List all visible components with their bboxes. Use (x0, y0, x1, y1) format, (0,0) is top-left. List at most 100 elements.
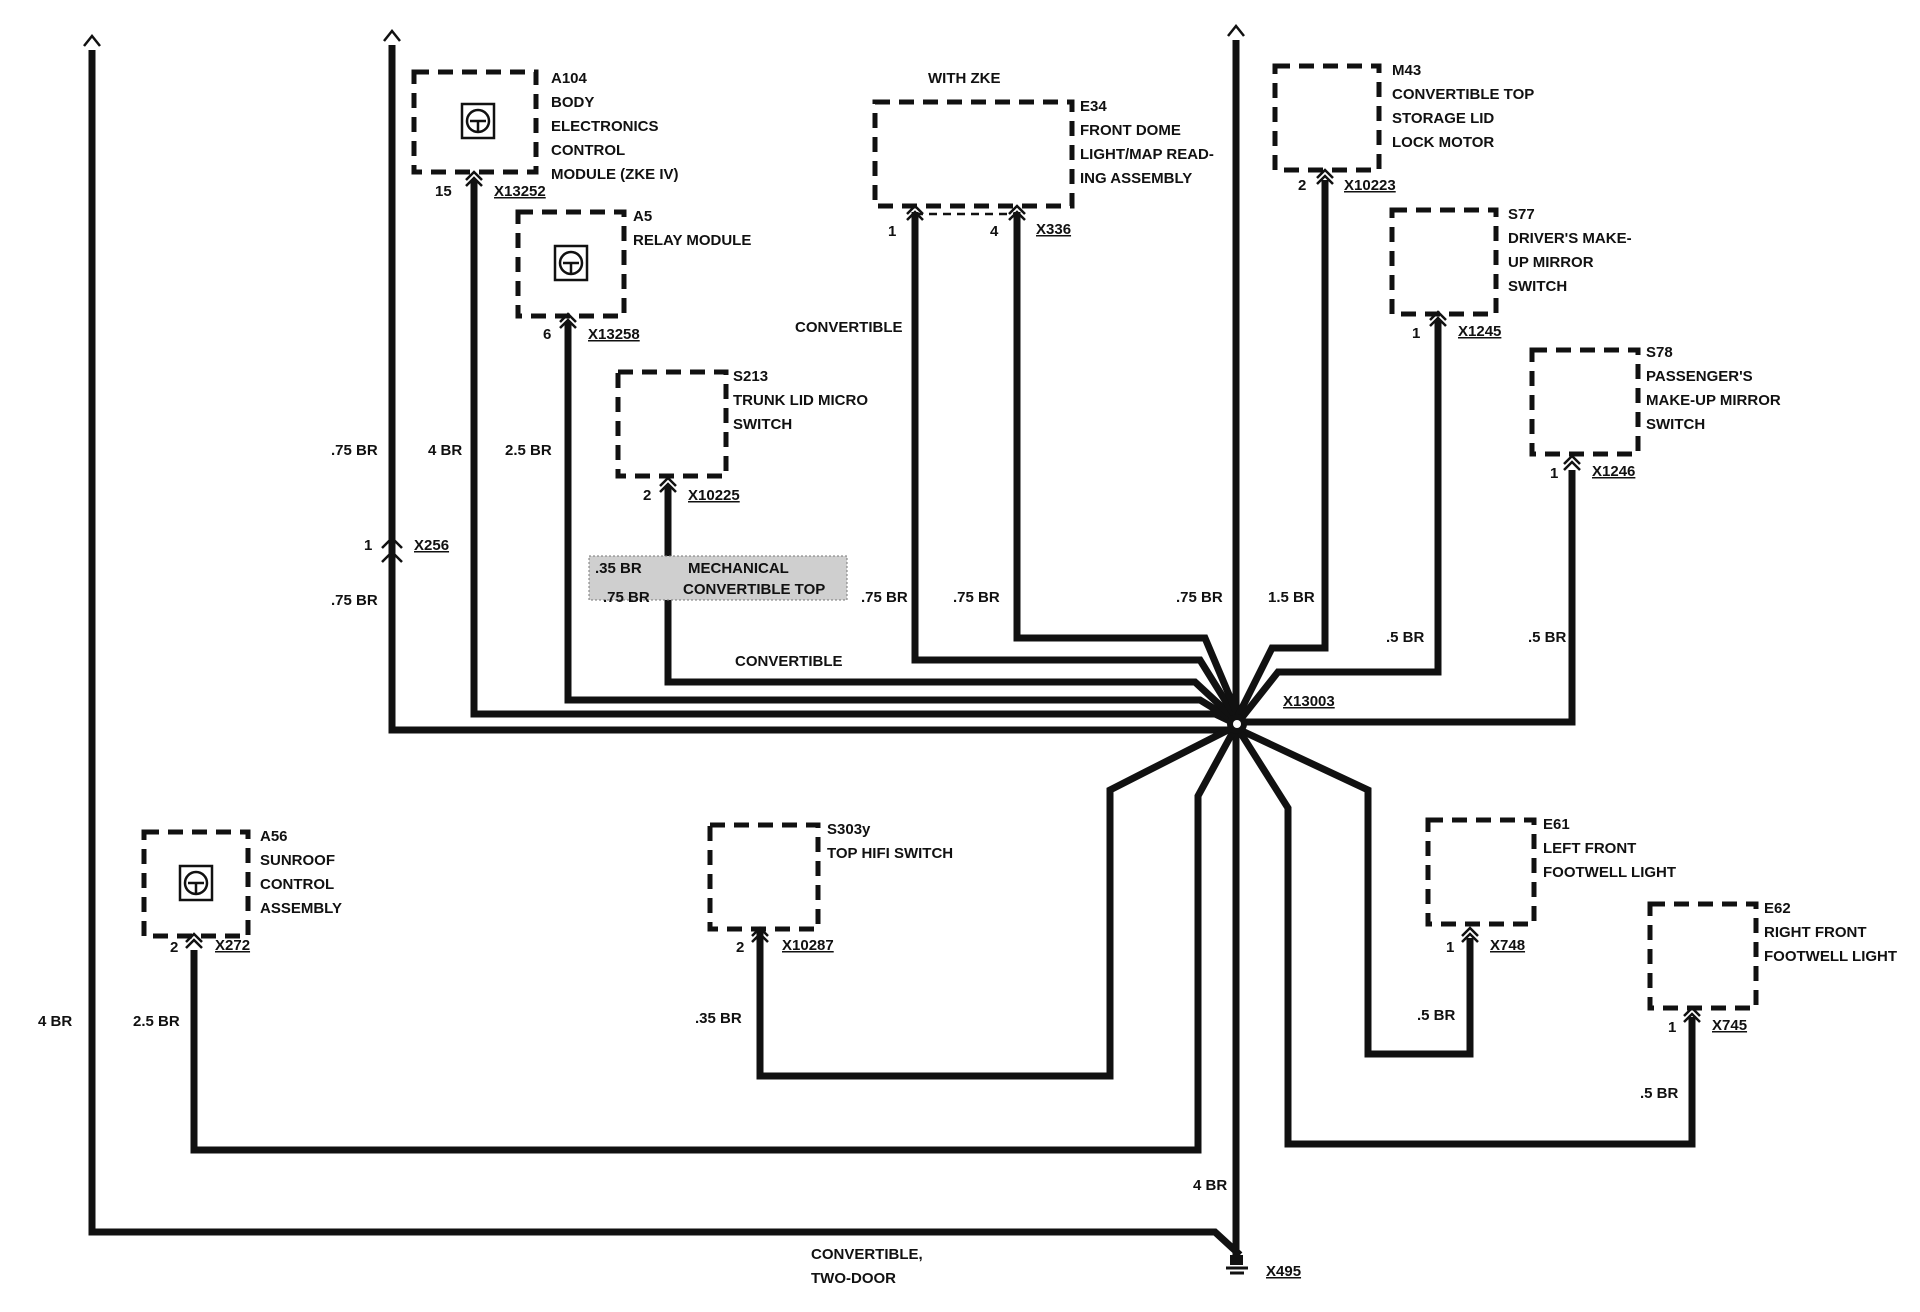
note-mechanical-2: CONVERTIBLE TOP (683, 581, 825, 598)
e62-connector: X745 (1712, 1017, 1747, 1034)
inline-connector-x256 (381, 536, 403, 563)
m43-pin: 2 (1298, 177, 1306, 194)
s77-label-3: SWITCH (1508, 278, 1567, 295)
a5-connector: X13258 (588, 326, 640, 343)
wire-label-w2: 4 BR (428, 442, 462, 459)
a5-pin: 6 (543, 326, 551, 343)
x495-connector: X495 (1266, 1263, 1301, 1280)
module-symbol-icon (178, 102, 589, 902)
note-mechanical-1: MECHANICAL (688, 560, 789, 577)
e62-pin: 1 (1668, 1019, 1676, 1036)
wire-label-w6: .35 BR (595, 560, 642, 577)
a56-label-2: CONTROL (260, 876, 334, 893)
e61-label-2: FOOTWELL LIGHT (1543, 864, 1676, 881)
wire-label-w13: 4 BR (38, 1013, 72, 1030)
component-e61 (1425, 817, 1537, 927)
component-a104 (411, 69, 539, 175)
a104-label-4: MODULE (ZKE IV) (551, 166, 679, 183)
pin-connector-arrows (185, 168, 1701, 1023)
wire-label-w4: .75 BR (331, 592, 378, 609)
m43-label-3: LOCK MOTOR (1392, 134, 1494, 151)
x256-pin: 1 (364, 537, 372, 554)
s77-label-2: UP MIRROR (1508, 254, 1594, 271)
e34-note: WITH ZKE (928, 70, 1001, 87)
s77-id: S77 (1508, 206, 1535, 223)
note-convertible-two-door-2: TWO-DOOR (811, 1270, 896, 1287)
wire-4br-left (88, 50, 1243, 1258)
a104-label-2: ELECTRONICS (551, 118, 659, 135)
s78-id: S78 (1646, 344, 1673, 361)
s303y-connector: X10287 (782, 937, 834, 954)
wire-label-w12: .5 BR (1528, 629, 1567, 646)
e34-connector: X336 (1036, 221, 1071, 238)
wire-label-w5: .75 BR (603, 589, 650, 606)
mechanical-note-highlight (588, 555, 848, 601)
x13003-connector: X13003 (1283, 693, 1335, 710)
wire-15br-m43 (1234, 180, 1329, 718)
wire-label-w17: .5 BR (1640, 1085, 1679, 1102)
e62-id: E62 (1764, 900, 1791, 917)
e34-label-3: ING ASSEMBLY (1080, 170, 1192, 187)
component-e62 (1647, 901, 1759, 1011)
e34-id: E34 (1080, 98, 1107, 115)
a5-id: A5 (633, 208, 652, 225)
e62-label-1: RIGHT FRONT (1764, 924, 1867, 941)
wire-075br-s213 (664, 486, 1239, 723)
a56-connector: X272 (215, 937, 250, 954)
component-s303y (707, 822, 821, 932)
component-boxes (141, 63, 1759, 1011)
a56-label-3: ASSEMBLY (260, 900, 342, 917)
s77-label-1: DRIVER'S MAKE- (1508, 230, 1632, 247)
wire-05br-e61 (1238, 726, 1474, 1058)
wire-05br-e62 (1237, 730, 1696, 1148)
component-e34 (872, 99, 1075, 209)
s213-id: S213 (733, 368, 768, 385)
e34-label-2: LIGHT/MAP READ- (1080, 146, 1214, 163)
e61-label-1: LEFT FRONT (1543, 840, 1636, 857)
component-s78 (1529, 347, 1641, 457)
a56-id: A56 (260, 828, 288, 845)
x256-connector: X256 (414, 537, 449, 554)
e61-pin: 1 (1446, 939, 1454, 956)
s303y-id: S303y (827, 821, 871, 838)
s213-pin: 2 (643, 487, 651, 504)
wire-label-w10: 1.5 BR (1268, 589, 1315, 606)
a104-label-1: BODY (551, 94, 594, 111)
s78-label-3: SWITCH (1646, 416, 1705, 433)
e62-label-2: FOOTWELL LIGHT (1764, 948, 1897, 965)
wire-035br-s303y (756, 724, 1234, 1080)
s303y-label-1: TOP HIFI SWITCH (827, 845, 953, 862)
wire-end-arrows (83, 23, 1245, 47)
wire-25br-a5 (564, 322, 1238, 725)
e61-connector: X748 (1490, 937, 1525, 954)
wire-label-w16: .5 BR (1417, 1007, 1456, 1024)
e61-id: E61 (1543, 816, 1570, 833)
m43-label-2: STORAGE LID (1392, 110, 1494, 127)
wire-05br-s77 (1237, 320, 1442, 723)
wire-075br-e34-1 (911, 212, 1239, 720)
s213-connector: X10225 (688, 487, 740, 504)
note-convertible-2: CONVERTIBLE (735, 653, 843, 670)
s78-label-2: MAKE-UP MIRROR (1646, 392, 1781, 409)
e34-pin-4: 4 (990, 223, 999, 240)
s303y-pin: 2 (736, 939, 744, 956)
component-s213 (615, 369, 729, 479)
s77-pin: 1 (1412, 325, 1420, 342)
wire-label-w18: 4 BR (1193, 1177, 1227, 1194)
wire-label-w3: 2.5 BR (505, 442, 552, 459)
note-convertible-two-door-1: CONVERTIBLE, (811, 1246, 923, 1263)
s78-pin: 1 (1550, 465, 1558, 482)
a104-pin: 15 (435, 183, 452, 200)
s78-connector: X1246 (1592, 463, 1635, 480)
wire-label-w7: .75 BR (861, 589, 908, 606)
wire-label-w9: .75 BR (1176, 589, 1223, 606)
wire-25br-a56 (190, 728, 1238, 1154)
s213-label-2: SWITCH (733, 416, 792, 433)
component-m43 (1272, 63, 1382, 173)
wire-label-w15: .35 BR (695, 1010, 742, 1027)
a104-label-3: CONTROL (551, 142, 625, 159)
wire-075br-x256 (388, 45, 1230, 734)
wire-label-w11: .5 BR (1386, 629, 1425, 646)
m43-label-1: CONVERTIBLE TOP (1392, 86, 1534, 103)
